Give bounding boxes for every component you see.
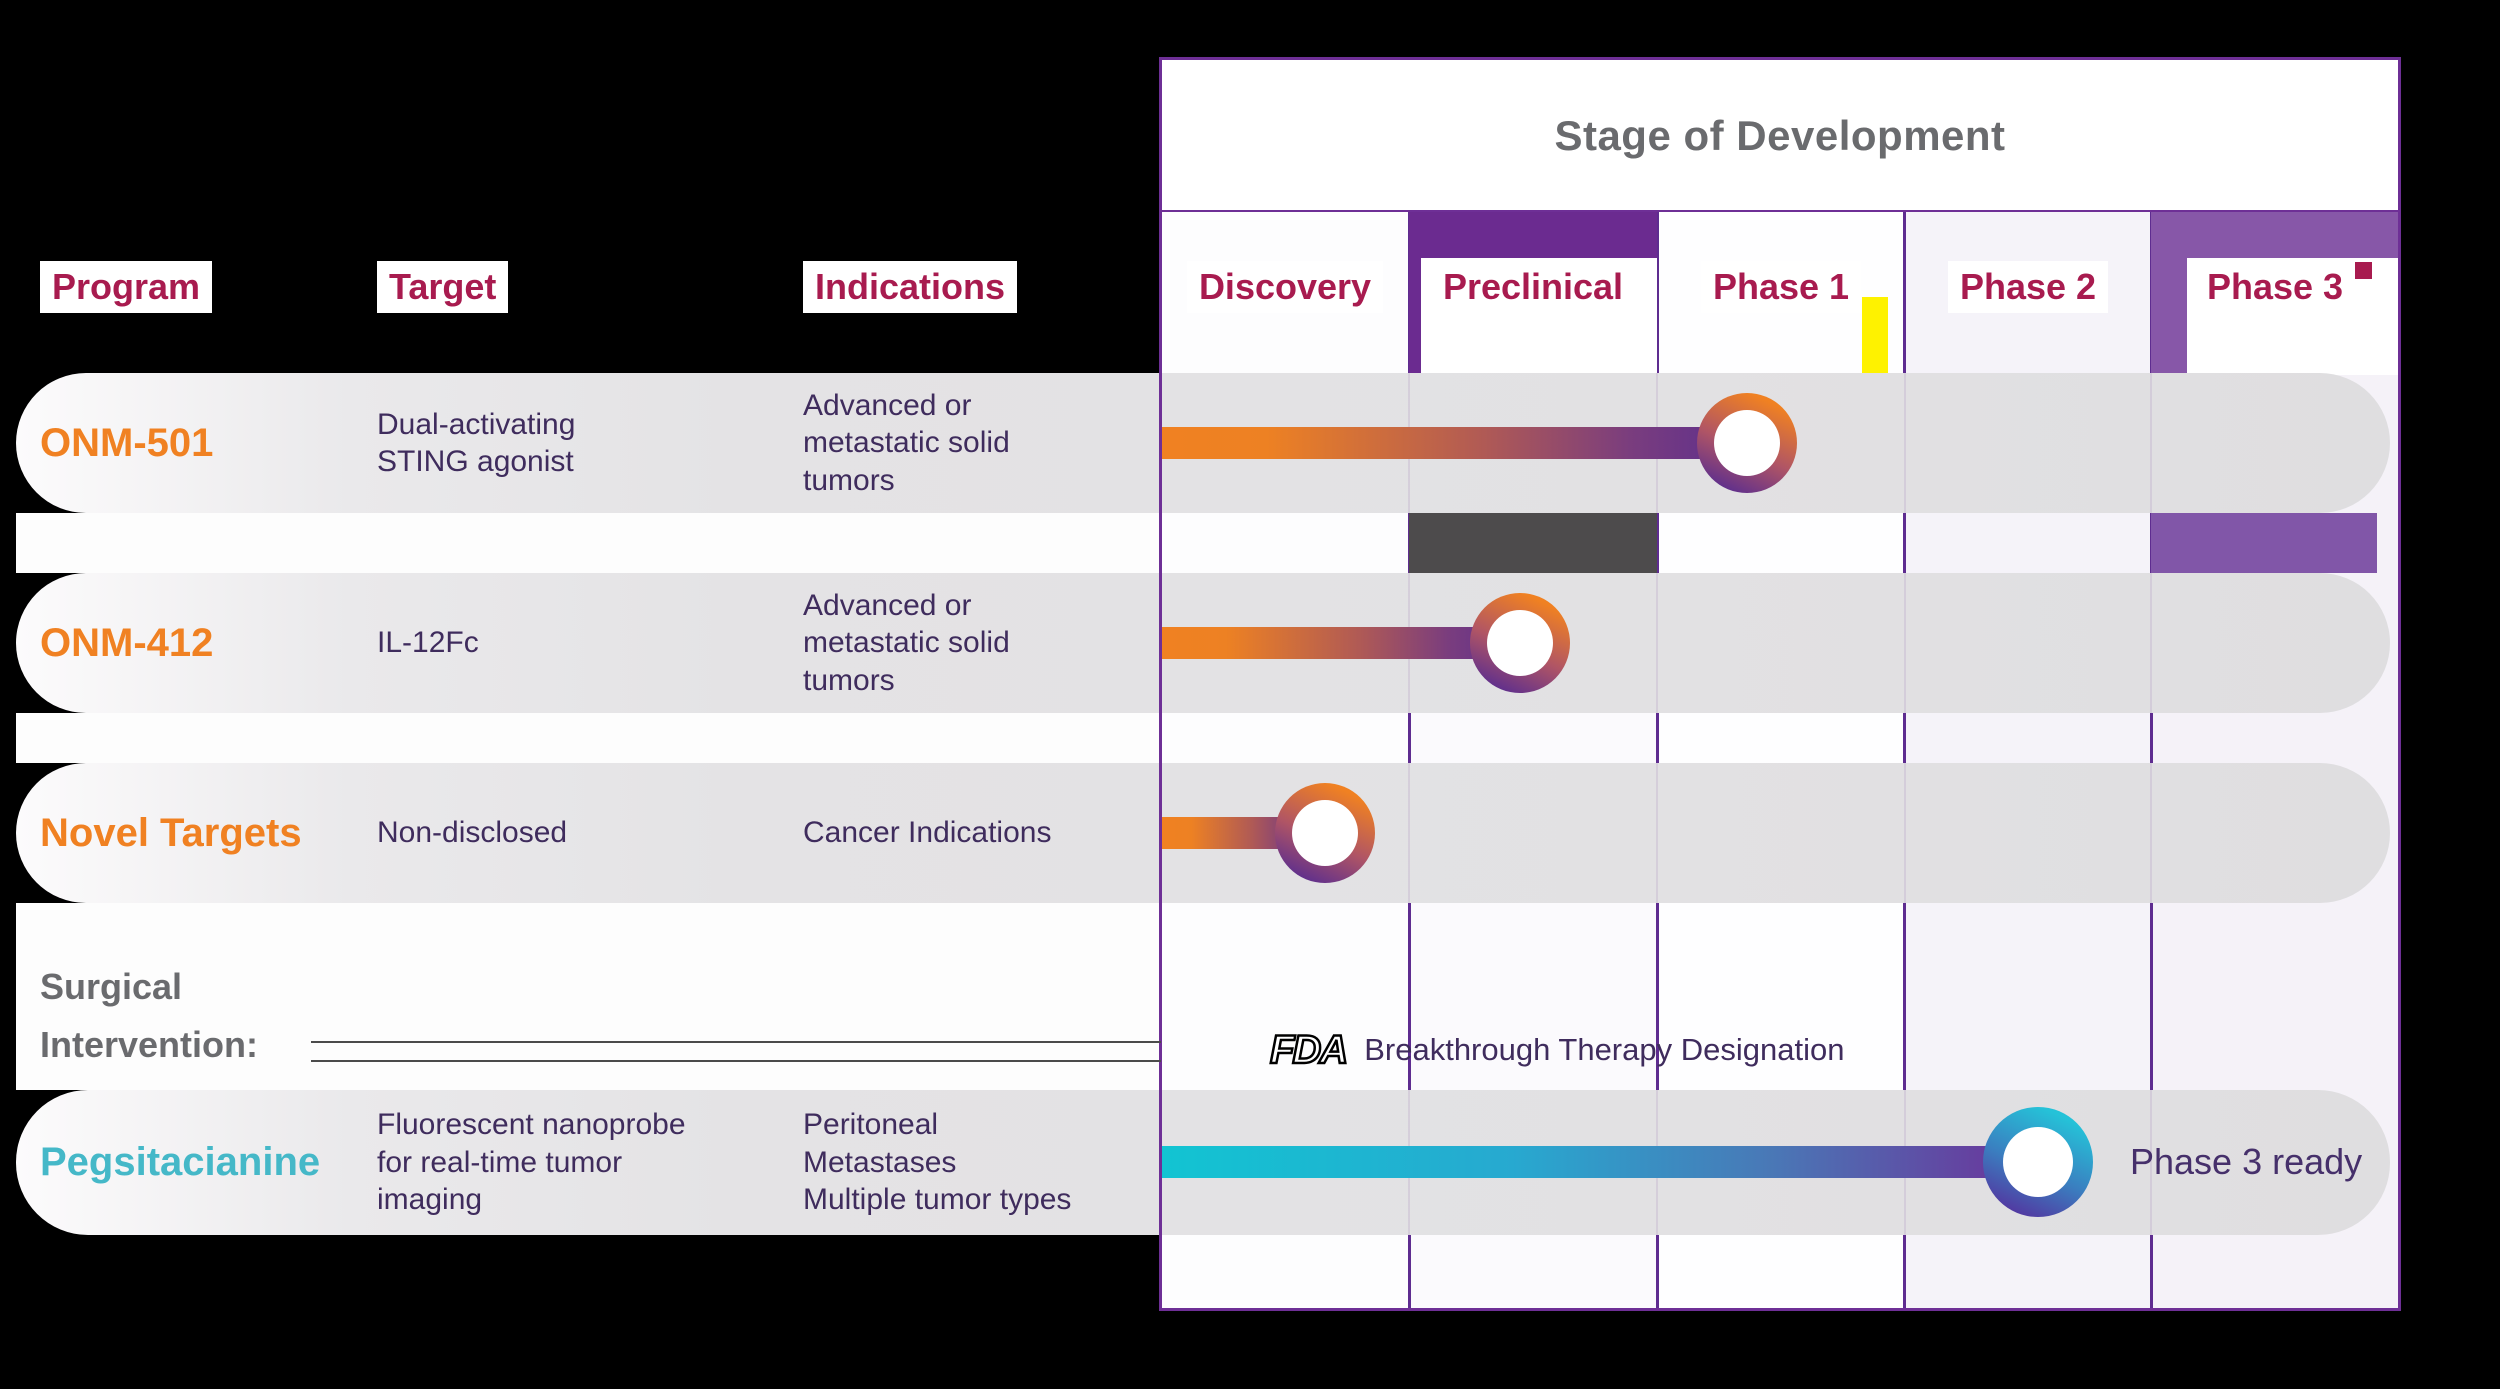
row-onm501-program: ONM-501 bbox=[40, 373, 213, 513]
indications-text: Advanced or metastatic solid tumors bbox=[803, 588, 1010, 697]
header-divider bbox=[1159, 210, 2401, 212]
header-phase1: Phase 1 bbox=[1657, 258, 1905, 316]
header-preclinical: Preclinical bbox=[1409, 258, 1657, 316]
header-phase1-label: Phase 1 bbox=[1700, 261, 1862, 313]
title-band: Stage of Development bbox=[1161, 60, 2399, 211]
target-text: Fluorescent nanoprobe for real-time tumo… bbox=[377, 1108, 686, 1217]
progress-marker-pegsitacianine bbox=[1983, 1107, 2093, 1217]
row-onm501-indications: Advanced or metastatic solid tumors bbox=[803, 373, 1143, 513]
indications-text: Cancer Indications bbox=[803, 816, 1052, 850]
header-discovery-label: Discovery bbox=[1186, 261, 1384, 313]
status-phase3-ready: Phase 3 ready bbox=[2130, 1140, 2362, 1184]
surgical-section-background bbox=[16, 903, 1161, 1090]
header-phase2-label: Phase 2 bbox=[1947, 261, 2109, 313]
row-pegsitacianine-indications: Peritoneal Metastases Multiple tumor typ… bbox=[803, 1090, 1143, 1235]
fda-logo: FDA bbox=[1269, 1026, 1350, 1073]
fda-designation-note: FDA Breakthrough Therapy Designation bbox=[1269, 1026, 1845, 1074]
header-target: Target bbox=[377, 258, 509, 316]
row-onm412-program: ONM-412 bbox=[40, 573, 213, 713]
section-label-surgical-intervention: Surgical Intervention: bbox=[40, 966, 259, 1065]
marker-core bbox=[2003, 1127, 2073, 1197]
status-phase3-ready-label: Phase 3 ready bbox=[2130, 1141, 2363, 1182]
program-name: ONM-501 bbox=[40, 420, 214, 465]
section-rule-bottom bbox=[311, 1060, 1161, 1062]
row-onm412-target: IL-12Fc bbox=[377, 573, 737, 713]
section-rule-top bbox=[311, 1041, 1161, 1043]
progress-line-pegsitacianine bbox=[1162, 1146, 2038, 1178]
row-novel-targets-target: Non-disclosed bbox=[377, 763, 737, 903]
progress-marker-onm501 bbox=[1697, 393, 1797, 493]
left-gap-strip bbox=[16, 713, 1161, 763]
column-separator bbox=[1408, 212, 1411, 1309]
header-indications: Indications bbox=[803, 258, 1018, 316]
row-novel-targets-program: Novel Targets bbox=[40, 763, 302, 903]
progress-marker-onm412 bbox=[1470, 593, 1570, 693]
column-separator bbox=[2150, 212, 2153, 1309]
program-name: ONM-412 bbox=[40, 620, 214, 665]
indications-text: Peritoneal Metastases Multiple tumor typ… bbox=[803, 1108, 1072, 1217]
header-program: Program bbox=[40, 258, 213, 316]
progress-line-onm412 bbox=[1162, 627, 1520, 659]
marker-core bbox=[1487, 610, 1553, 676]
row-onm412-indications: Advanced or metastatic solid tumors bbox=[803, 573, 1143, 713]
row-onm501-target: Dual-activating STING agonist bbox=[377, 373, 737, 513]
header-phase3-label: Phase 3 bbox=[2194, 261, 2356, 313]
column-separator bbox=[1903, 212, 1906, 1309]
target-text: Non-disclosed bbox=[377, 816, 568, 850]
header-preclinical-label: Preclinical bbox=[1430, 261, 1636, 313]
header-target-label: Target bbox=[377, 261, 509, 313]
marker-core bbox=[1292, 800, 1358, 866]
header-phase3: Phase 3 bbox=[2151, 258, 2399, 316]
row-pegsitacianine-program: Pegsitacianine bbox=[40, 1090, 320, 1235]
header-phase2: Phase 2 bbox=[1905, 258, 2151, 316]
phase3-purple-block bbox=[2151, 513, 2377, 573]
column-separator bbox=[1656, 212, 1659, 1309]
row-novel-targets-indications: Cancer Indications bbox=[803, 763, 1143, 903]
program-name: Novel Targets bbox=[40, 810, 302, 855]
indications-text: Advanced or metastatic solid tumors bbox=[803, 388, 1010, 497]
preclinical-dark-block bbox=[1409, 513, 1657, 573]
row-pegsitacianine-target: Fluorescent nanoprobe for real-time tumo… bbox=[377, 1090, 757, 1235]
program-name: Pegsitacianine bbox=[40, 1140, 321, 1184]
phase1-yellow-bar bbox=[1862, 297, 1888, 375]
progress-marker-novel-targets bbox=[1275, 783, 1375, 883]
chart-title: Stage of Development bbox=[1554, 111, 2006, 159]
header-indications-label: Indications bbox=[803, 261, 1018, 313]
progress-line-onm501 bbox=[1162, 427, 1747, 459]
header-discovery: Discovery bbox=[1161, 258, 1409, 316]
header-program-label: Program bbox=[40, 261, 213, 313]
marker-core bbox=[1714, 410, 1780, 476]
target-text: Dual-activating STING agonist bbox=[377, 407, 576, 479]
fda-designation-text: Breakthrough Therapy Designation bbox=[1364, 1032, 1845, 1067]
target-text: IL-12Fc bbox=[377, 626, 479, 660]
left-gap-strip bbox=[16, 513, 1161, 573]
